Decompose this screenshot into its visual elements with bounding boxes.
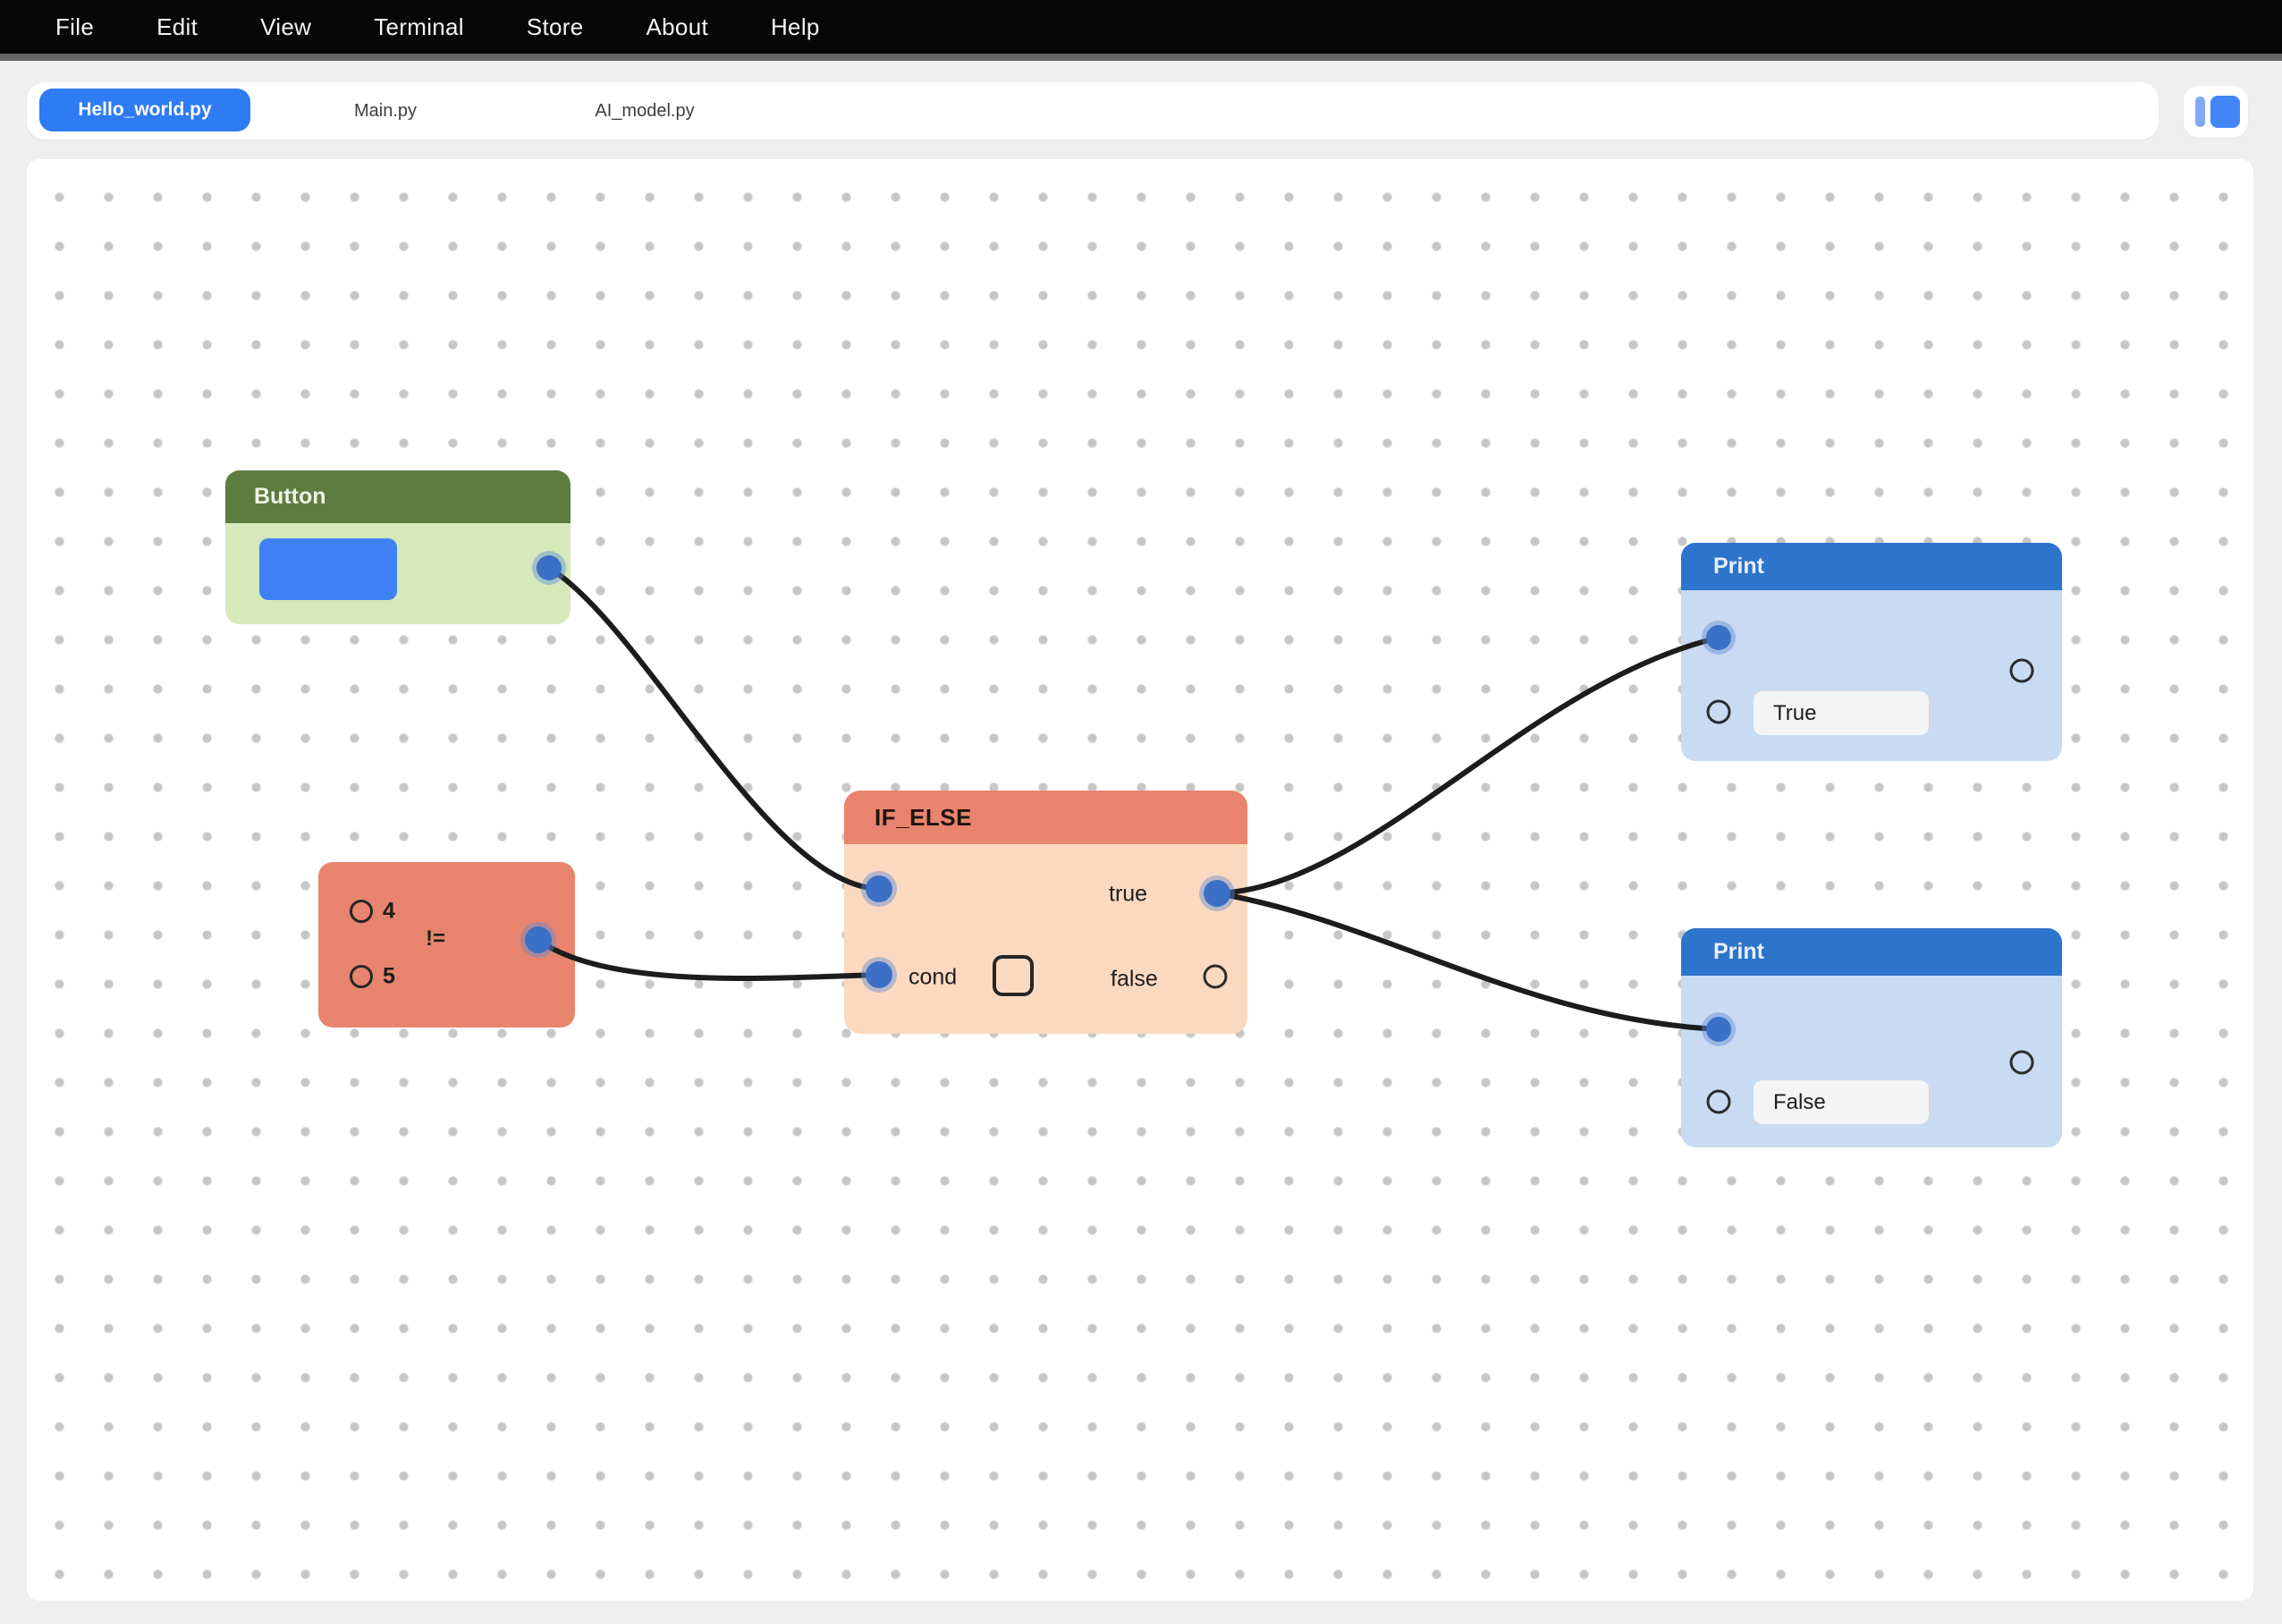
trigger-button[interactable] — [259, 538, 397, 600]
split-view-icon — [2195, 97, 2205, 127]
node-print-header: Print — [1681, 543, 2062, 590]
port-ifelse-true[interactable] — [1204, 880, 1230, 907]
port-button-out[interactable] — [537, 555, 562, 580]
tab-ai-model[interactable]: AI_model.py — [595, 100, 695, 121]
port-print-true-out[interactable] — [2009, 658, 2034, 683]
cond-input-label: cond — [909, 964, 958, 990]
wire-compare-to-cond[interactable] — [536, 937, 882, 982]
port-ifelse-false[interactable] — [1203, 964, 1228, 989]
node-if-else[interactable]: IF_ELSE cond true false — [844, 791, 1247, 1034]
radio-option-5[interactable] — [350, 965, 373, 988]
node-title: Print — [1713, 939, 1764, 964]
node-print-header: Print — [1681, 928, 2062, 976]
tab-hello-world[interactable]: Hello_world.py — [39, 89, 250, 131]
node-title: Button — [254, 484, 326, 509]
radio-option-4[interactable] — [350, 900, 373, 923]
port-compare-out[interactable] — [525, 926, 552, 953]
menu-item-store[interactable]: Store — [526, 13, 584, 40]
node-print-false[interactable]: Print — [1681, 928, 2062, 1147]
port-print-true-in[interactable] — [1706, 625, 1731, 650]
option-4-label: 4 — [383, 898, 395, 924]
port-ifelse-in[interactable] — [866, 875, 892, 902]
port-print-true-value[interactable] — [1706, 699, 1731, 724]
port-ifelse-cond[interactable] — [866, 961, 892, 988]
menu-item-terminal[interactable]: Terminal — [374, 13, 464, 40]
menu-item-help[interactable]: Help — [770, 13, 820, 40]
tab-main[interactable]: Main.py — [353, 100, 418, 121]
menu-item-about[interactable]: About — [646, 13, 708, 40]
port-print-false-out[interactable] — [2009, 1050, 2034, 1075]
menu-item-view[interactable]: View — [260, 13, 312, 40]
wire-button-to-ifelse[interactable] — [546, 565, 882, 892]
menu-item-edit[interactable]: Edit — [156, 13, 199, 40]
wire-true-to-print-false[interactable] — [1214, 891, 1721, 1032]
node-button-header: Button — [225, 470, 570, 523]
node-button[interactable]: Button — [225, 470, 570, 624]
option-5-label: 5 — [383, 963, 395, 989]
port-print-false-value[interactable] — [1706, 1089, 1731, 1114]
menu-bar: File Edit View Terminal Store About Help — [0, 0, 2282, 54]
operator-label: != — [426, 926, 446, 951]
layout-toggle-button[interactable] — [2184, 86, 2248, 138]
node-print-true[interactable]: Print — [1681, 543, 2062, 761]
print-value-input[interactable] — [1754, 691, 1929, 735]
menu-separator — [0, 54, 2282, 61]
true-output-label: true — [1109, 881, 1148, 907]
node-if-else-header: IF_ELSE — [844, 791, 1247, 844]
menu-item-file[interactable]: File — [55, 13, 95, 40]
node-title: IF_ELSE — [875, 803, 972, 831]
node-title: Print — [1713, 554, 1764, 579]
false-output-label: false — [1111, 966, 1158, 992]
wire-true-to-print-true[interactable] — [1214, 635, 1721, 896]
cond-checkbox[interactable] — [993, 955, 1034, 996]
print-value-input[interactable] — [1754, 1080, 1929, 1124]
file-tab-bar: Hello_world.py Main.py AI_model.py — [27, 82, 2159, 140]
split-view-icon — [2210, 96, 2240, 128]
port-print-false-in[interactable] — [1706, 1017, 1731, 1042]
